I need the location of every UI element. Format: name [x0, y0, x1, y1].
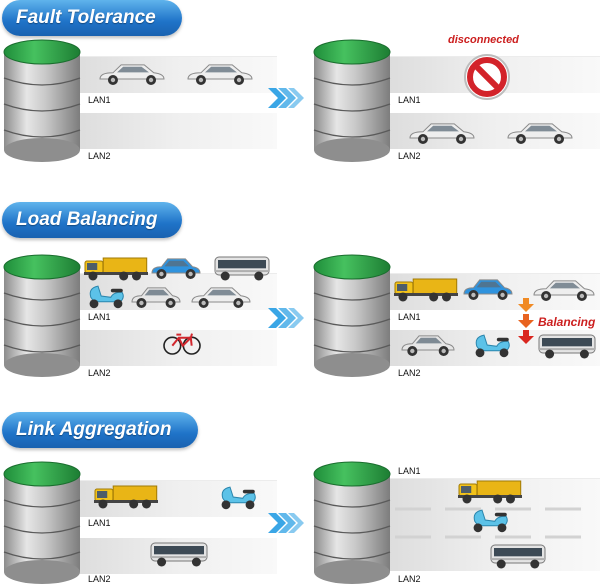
server-stack-icon — [3, 254, 81, 377]
server-stack-icon — [313, 461, 391, 584]
bus-icon — [150, 542, 208, 567]
scooter-icon — [473, 509, 508, 533]
bus-icon — [538, 334, 596, 359]
lan1-label: LAN1 — [88, 518, 111, 528]
server-stack-icon — [313, 254, 391, 377]
lan2-lane — [72, 113, 277, 149]
lane-divider — [395, 507, 581, 539]
forward-arrow-icon — [268, 513, 304, 533]
forward-arrow-icon — [268, 88, 304, 108]
server-stack-icon — [3, 39, 81, 162]
lan2-label: LAN2 — [398, 574, 421, 584]
lan2-label: LAN2 — [398, 368, 421, 378]
scooter-icon — [221, 486, 256, 510]
lan1-label: LAN1 — [88, 95, 111, 105]
truck-icon — [458, 480, 522, 504]
car-icon — [187, 64, 253, 85]
section-title-load-balancing: Load Balancing — [2, 202, 182, 238]
truck-icon — [94, 485, 158, 509]
forward-arrow-icon — [268, 308, 304, 328]
server-stack-icon — [313, 39, 391, 162]
bicycle-icon — [163, 333, 201, 355]
section-title-text: Fault Tolerance — [16, 7, 156, 28]
hatchback-icon — [151, 258, 201, 279]
van-icon — [131, 287, 181, 308]
lan2-label: LAN2 — [88, 151, 111, 161]
section-title-text: Link Aggregation — [16, 419, 172, 440]
no-entry-icon — [464, 54, 510, 100]
lan2-label: LAN2 — [88, 368, 111, 378]
section-title-link-aggregation: Link Aggregation — [2, 412, 198, 448]
down-arrow-icon — [518, 298, 534, 344]
van-icon — [401, 335, 455, 356]
scooter-icon — [89, 285, 124, 309]
section-title-text: Load Balancing — [16, 209, 158, 230]
lan2-lane — [383, 113, 600, 149]
car-icon — [409, 123, 475, 144]
lan2-label: LAN2 — [398, 151, 421, 161]
hatchback-icon — [463, 279, 513, 300]
server-stack-icon — [3, 461, 81, 584]
car-icon — [191, 287, 251, 308]
car-icon — [99, 64, 165, 85]
lan1-label: LAN1 — [398, 95, 421, 105]
lan2-label: LAN2 — [88, 574, 111, 584]
bus-icon — [214, 256, 270, 281]
bus-icon — [490, 544, 546, 569]
car-icon — [533, 280, 595, 301]
disconnected-annotation: disconnected — [448, 34, 519, 46]
lan2-lane — [72, 330, 277, 366]
scooter-icon — [475, 334, 510, 358]
car-icon — [507, 123, 573, 144]
lan1-label: LAN1 — [88, 312, 111, 322]
truck-icon — [84, 257, 148, 281]
lan1-label: LAN1 — [398, 312, 421, 322]
lan1-label: LAN1 — [398, 466, 421, 476]
balancing-annotation: Balancing — [538, 315, 596, 329]
truck-icon — [394, 278, 458, 302]
section-title-fault-tolerance: Fault Tolerance — [2, 0, 182, 36]
